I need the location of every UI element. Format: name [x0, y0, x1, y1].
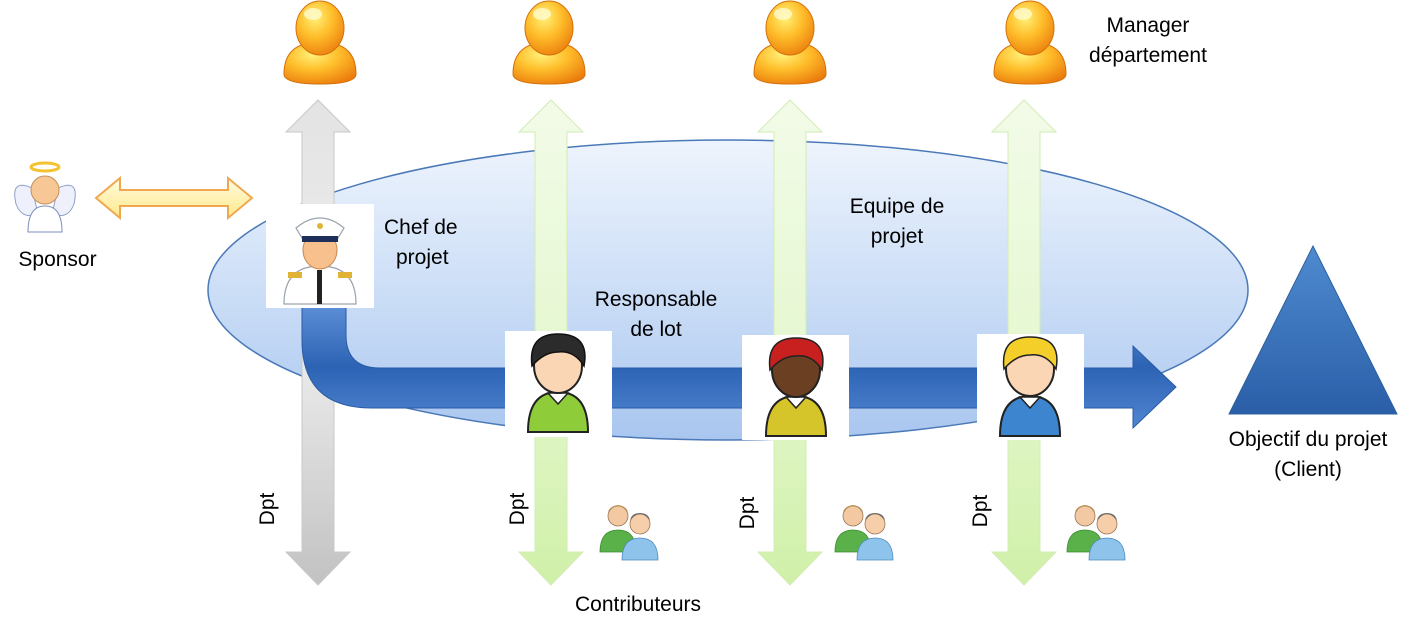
dpt-label-2: Dpt: [506, 492, 529, 526]
angel-icon: [14, 161, 76, 233]
chef-label-line1: Chef de: [384, 216, 458, 239]
sponsor-label: Sponsor: [18, 248, 97, 271]
objectif-label-line2: (Client): [1274, 458, 1342, 481]
group-users-icon: [599, 504, 659, 561]
captain-icon: [283, 217, 357, 305]
dpt-label-3: Dpt: [736, 496, 759, 530]
manager-label-line1: Manager: [1106, 14, 1190, 37]
equipe-label-line1: Equipe de: [849, 195, 945, 218]
person-blond-hair-icon: [998, 336, 1062, 437]
equipe-label-line2: projet: [870, 225, 924, 248]
person-black-hair-icon: [526, 333, 590, 433]
group-users-icon: [1066, 504, 1126, 561]
dpt-label-4: Dpt: [969, 494, 992, 528]
user-orange-icon: [512, 0, 586, 85]
user-orange-icon: [753, 0, 827, 85]
user-orange-icon: [283, 0, 357, 85]
chef-label-line2: projet: [396, 246, 449, 269]
responsable-label-line2: de lot: [630, 318, 682, 341]
dpt-label-1: Dpt: [256, 492, 279, 526]
user-orange-icon: [993, 0, 1067, 85]
objectif-label-line1: Objectif du projet: [1228, 428, 1388, 451]
person-red-hair-icon: [764, 337, 828, 437]
project-objective-triangle: [1228, 244, 1398, 415]
responsable-label-line1: Responsable: [594, 288, 718, 311]
contributeurs-label: Contributeurs: [574, 593, 702, 616]
manager-label-line2: département: [1089, 44, 1207, 67]
sponsor-double-arrow: [94, 175, 254, 221]
group-users-icon: [834, 504, 894, 561]
